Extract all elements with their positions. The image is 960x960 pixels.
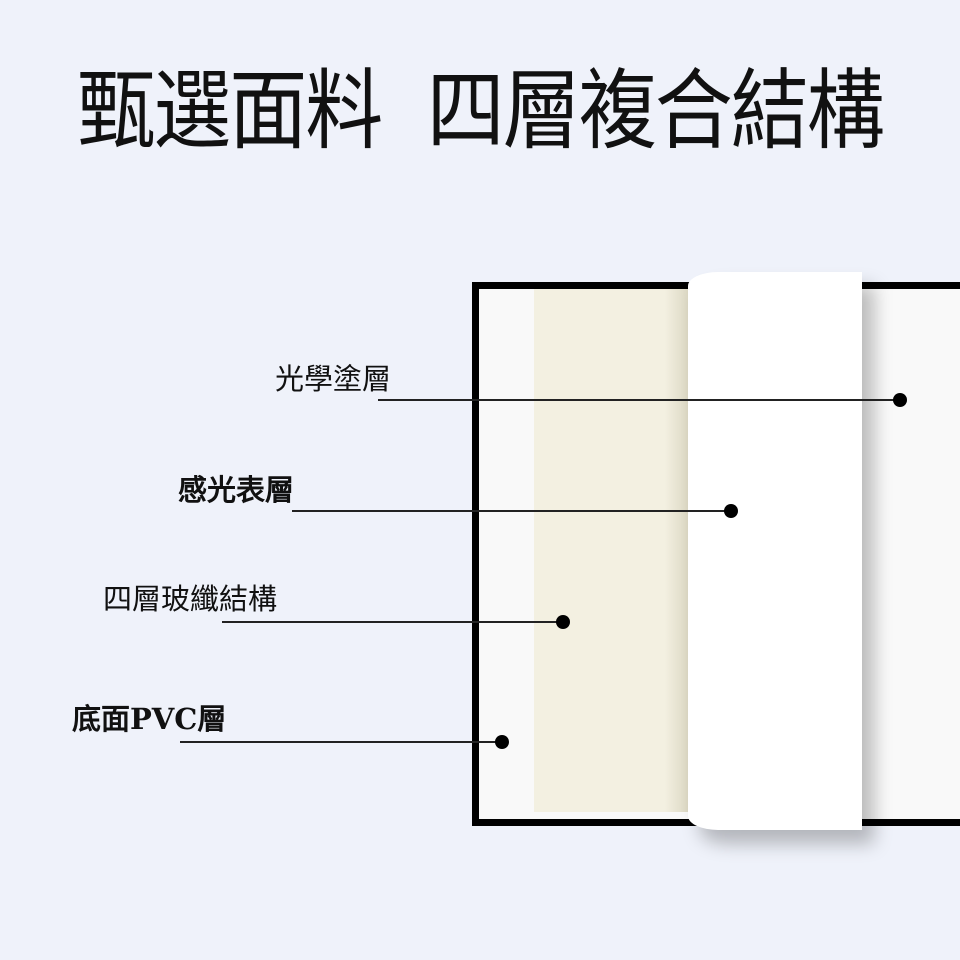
leader-line — [292, 510, 732, 512]
peeled-surface-sheet — [688, 272, 862, 830]
marker-dot — [893, 393, 907, 407]
marker-dot — [556, 615, 570, 629]
label-pvc-base: 底面PVC層 — [72, 702, 227, 736]
leader-line — [180, 741, 502, 743]
leader-line — [378, 399, 900, 401]
label-photosensitive-layer: 感光表層 — [178, 473, 295, 507]
leader-line — [222, 621, 564, 623]
marker-dot — [495, 735, 509, 749]
marker-dot — [724, 504, 738, 518]
page-title: 甄選面料 四層複合結構 — [77, 61, 885, 163]
fiberglass-layer — [534, 289, 688, 812]
label-fiberglass-structure: 四層玻纖結構 — [103, 582, 278, 616]
label-optical-coating: 光學塗層 — [275, 362, 392, 396]
